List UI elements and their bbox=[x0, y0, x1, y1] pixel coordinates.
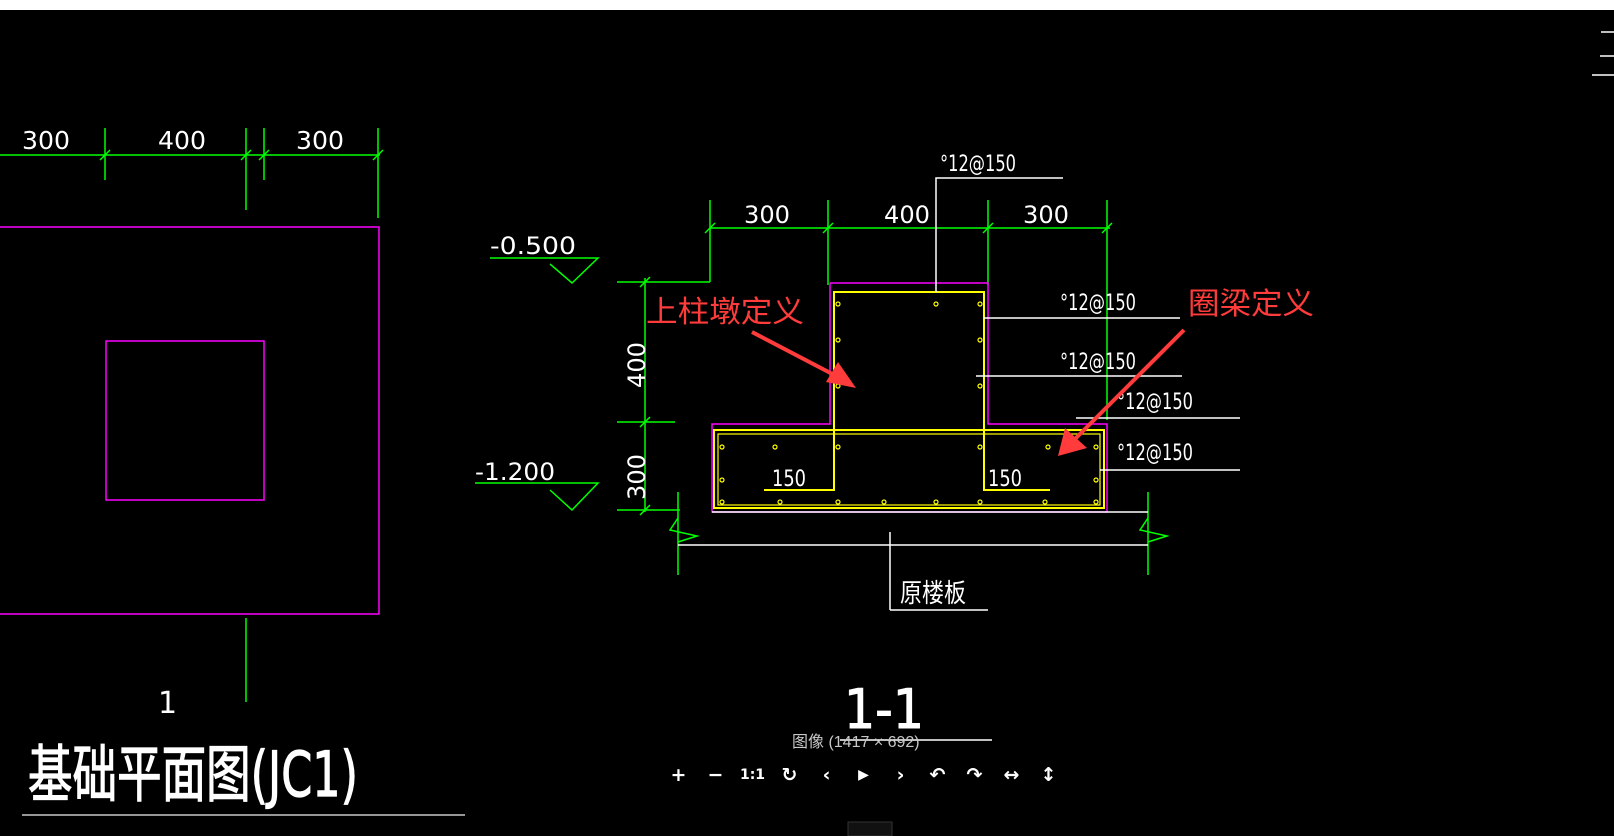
plan-dim-left: 300 bbox=[22, 126, 70, 155]
rotate-right-button[interactable]: ↷ bbox=[966, 764, 983, 786]
previous-button[interactable]: ‹ bbox=[822, 764, 831, 786]
viewer-toolbar: + − 1:1 ↻ ‹ ▶ › ↶ ↷ ↔ ↕ bbox=[660, 762, 1067, 788]
zoom-in-button[interactable]: + bbox=[670, 764, 687, 786]
section-view: 300 400 300 400 300 -0.500 -1.200 150 bbox=[475, 152, 1314, 742]
section-dim-beam-height: 300 bbox=[623, 454, 651, 500]
plan-dimension-lines bbox=[0, 128, 384, 702]
actual-size-button[interactable]: 1:1 bbox=[739, 767, 766, 783]
plan-footing-outline bbox=[0, 226, 380, 615]
rebar-leaders bbox=[678, 177, 1240, 741]
cad-drawing: 300 400 300 1 基础平面图(JC1) bbox=[0, 31, 1614, 836]
section-dim-right: 300 bbox=[1023, 201, 1069, 229]
flip-vertical-button[interactable]: ↕ bbox=[1040, 764, 1057, 786]
rebar-label-1: °12@150 bbox=[940, 152, 1016, 177]
plan-dim-right: 300 bbox=[296, 126, 344, 155]
rotate-left-button[interactable]: ↶ bbox=[929, 764, 946, 786]
annotation-arrow-ring-beam bbox=[1058, 328, 1186, 456]
rebar-label-3: °12@150 bbox=[1060, 350, 1136, 375]
play-button[interactable]: ▶ bbox=[858, 767, 869, 783]
annotation-pier: 上柱墩定义 bbox=[646, 295, 804, 330]
plan-dim-middle: 400 bbox=[158, 126, 206, 155]
inner-dim-left: 150 bbox=[772, 467, 806, 492]
rebar-dots bbox=[719, 301, 1099, 505]
thumbnail-indicator bbox=[847, 821, 893, 836]
section-dim-middle: 400 bbox=[884, 201, 930, 229]
section-dim-left: 300 bbox=[744, 201, 790, 229]
plan-pier-outline bbox=[105, 340, 265, 501]
section-dim-pier-height: 400 bbox=[623, 342, 651, 388]
image-caption: 图像 (1417 × 692) bbox=[792, 734, 920, 751]
rebar-label-5: °12@150 bbox=[1117, 441, 1193, 466]
zoom-out-button[interactable]: − bbox=[707, 764, 724, 786]
floor-label: 原楼板 bbox=[900, 579, 966, 609]
image-viewer: 300 400 300 1 基础平面图(JC1) bbox=[0, 10, 1614, 836]
flip-horizontal-button[interactable]: ↔ bbox=[1003, 764, 1020, 786]
plan-section-marker: 1 bbox=[158, 686, 177, 721]
section-dimension-lines bbox=[475, 200, 1170, 575]
elevation-top: -0.500 bbox=[490, 232, 576, 260]
next-button[interactable]: › bbox=[896, 764, 905, 786]
annotation-ring-beam: 圈梁定义 bbox=[1188, 287, 1314, 322]
rebar-label-2: °12@150 bbox=[1060, 291, 1136, 316]
edge-fragment bbox=[1592, 31, 1614, 76]
plan-title: 基础平面图(JC1) bbox=[28, 738, 358, 811]
annotation-arrow-pier bbox=[751, 330, 856, 388]
elevation-bottom: -1.200 bbox=[475, 458, 555, 486]
plan-view: 300 400 300 1 基础平面图(JC1) bbox=[0, 126, 465, 816]
inner-dim-right: 150 bbox=[988, 467, 1022, 492]
rotate-button[interactable]: ↻ bbox=[781, 764, 798, 786]
section-title: 1-1 bbox=[844, 678, 924, 741]
rebar-label-4: °12@150 bbox=[1117, 390, 1193, 415]
